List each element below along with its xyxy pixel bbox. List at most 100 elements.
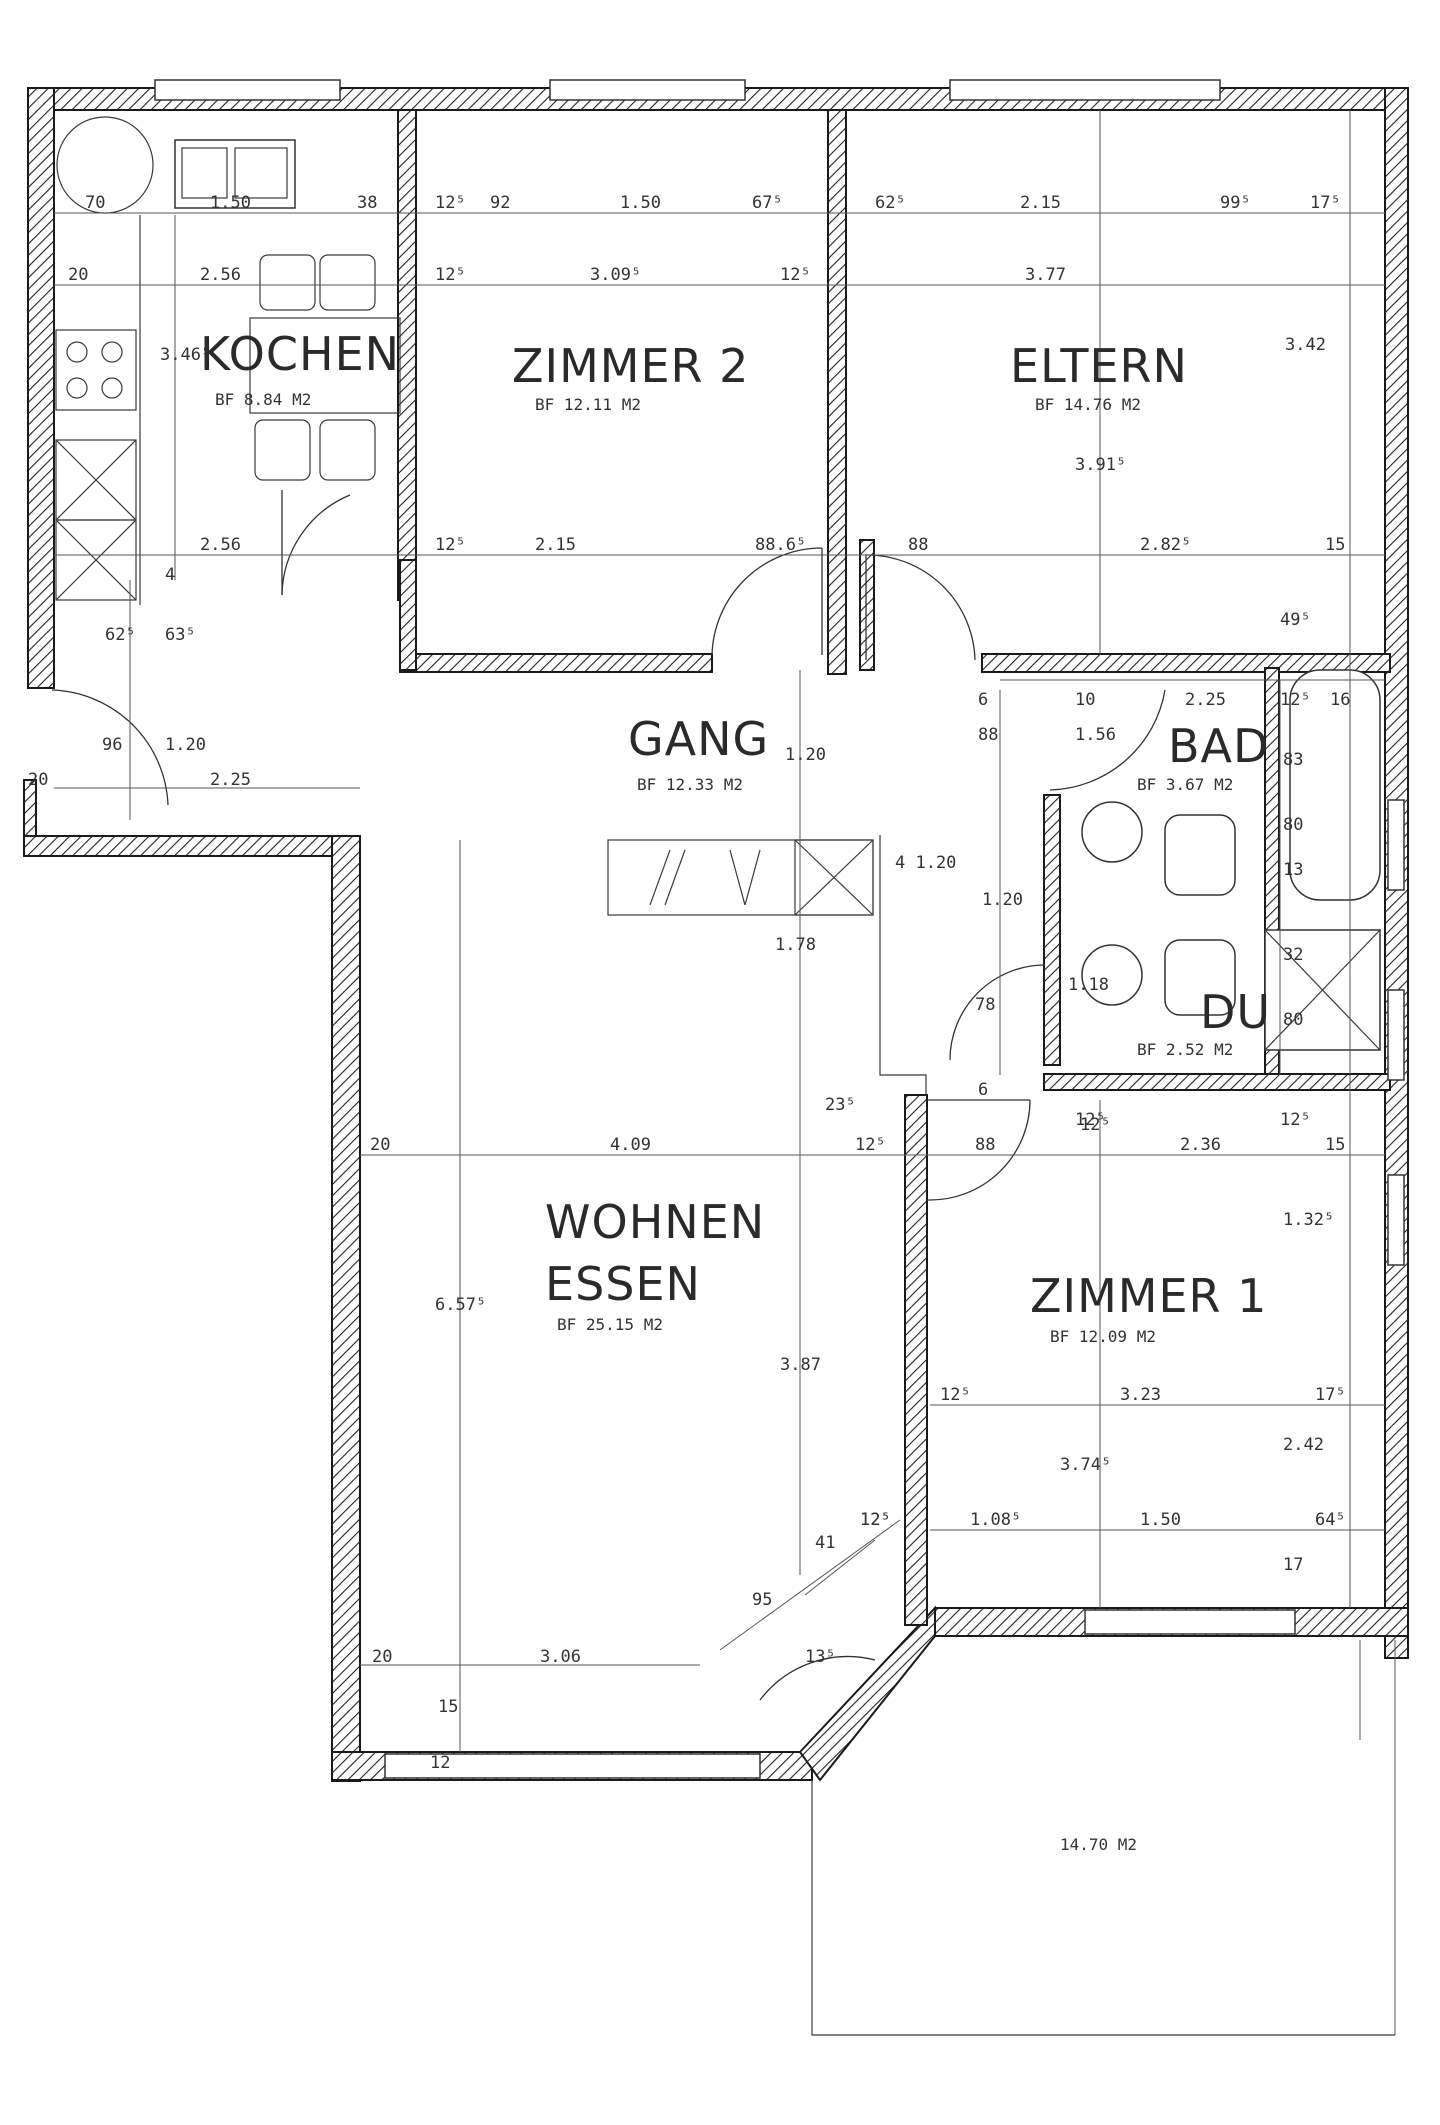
room-name-bad: BAD xyxy=(1168,719,1269,773)
dim-label: 92 xyxy=(490,193,510,213)
terrace-area: 14.70 M2 xyxy=(1060,1835,1137,1854)
dim-label: 99⁵ xyxy=(1220,193,1251,213)
dim-label: 1.32⁵ xyxy=(1283,1210,1334,1230)
dim-label: 10 xyxy=(1075,690,1095,710)
room-area-eltern: BF 14.76 M2 xyxy=(1035,395,1141,414)
dim-label: 12⁵ xyxy=(1075,1110,1106,1130)
dim-label: 17 xyxy=(1283,1555,1303,1575)
dim-label: 13⁵ xyxy=(805,1647,836,1667)
dim-label: 3.77 xyxy=(1025,265,1066,285)
door-swings xyxy=(51,490,1166,1701)
dim-label: 1.50 xyxy=(1140,1510,1181,1530)
dim-label: 1.20 xyxy=(785,745,826,765)
dim-label: 3.42 xyxy=(1285,335,1326,355)
dim-label: 80 xyxy=(1283,815,1303,835)
dim-label: 32 xyxy=(1283,945,1303,965)
hatch-marks xyxy=(607,839,874,916)
dim-label: 20 xyxy=(68,265,88,285)
dim-label: 16 xyxy=(1330,690,1350,710)
room-name-du: DU xyxy=(1200,985,1271,1039)
dim-label: 20 xyxy=(28,770,48,790)
room-labels: KOCHEN BF 8.84 M2 ZIMMER 2 BF 12.11 M2 E… xyxy=(200,327,1271,1854)
room-area-zimmer2: BF 12.11 M2 xyxy=(535,395,641,414)
room-area-wohnen: BF 25.15 M2 xyxy=(557,1315,663,1334)
dim-label: 6.57⁵ xyxy=(435,1295,486,1315)
dim-label: 12⁵ xyxy=(855,1135,886,1155)
dim-label: 12⁵ xyxy=(1080,1115,1111,1135)
dim-label: 23⁵ xyxy=(825,1095,856,1115)
room-name-gang: GANG xyxy=(628,712,769,766)
dim-label: 12⁵ xyxy=(1280,1110,1311,1130)
dim-label: 1.20 xyxy=(165,735,206,755)
dim-label: 80 xyxy=(1283,1010,1303,1030)
dim-label: 62⁵ xyxy=(875,193,906,213)
dim-label: 4 xyxy=(165,565,175,585)
dim-label: 83 xyxy=(1283,750,1303,770)
dim-label: 2.25 xyxy=(210,770,251,790)
dim-label: 3.46⁵ xyxy=(160,345,211,365)
dim-label: 41 xyxy=(815,1533,835,1553)
dim-label: 62⁵ xyxy=(105,625,136,645)
dim-label: 2.56 xyxy=(200,535,241,555)
room-name-kochen: KOCHEN xyxy=(200,327,400,381)
dim-label: 3.06 xyxy=(540,1647,581,1667)
dim-label: 96 xyxy=(102,735,122,755)
dim-label: 1.50 xyxy=(620,193,661,213)
room-area-kochen: BF 8.84 M2 xyxy=(215,390,311,409)
room-name-essen: ESSEN xyxy=(545,1257,701,1311)
dim-label: 70 xyxy=(85,193,105,213)
room-area-bad: BF 3.67 M2 xyxy=(1137,775,1233,794)
dim-label: 20 xyxy=(372,1647,392,1667)
dim-label: 17⁵ xyxy=(1315,1385,1346,1405)
dim-label: 4.09 xyxy=(610,1135,651,1155)
dim-label: 38 xyxy=(357,193,377,213)
dim-label: 13 xyxy=(1283,860,1303,880)
dim-label: 17⁵ xyxy=(1310,193,1341,213)
dim-label: 15 xyxy=(1325,1135,1345,1155)
dim-label: 3.09⁵ xyxy=(590,265,641,285)
dim-label: 2.42 xyxy=(1283,1435,1324,1455)
dim-label: 64⁵ xyxy=(1315,1510,1346,1530)
dimension-labels: 70 1.50 38 12⁵ 92 1.50 67⁵ 62⁵ 2.15 99⁵ … xyxy=(28,193,1350,1773)
dim-label: 63⁵ xyxy=(165,625,196,645)
dim-label: 2.82⁵ xyxy=(1140,535,1191,555)
dim-label: 1.50 xyxy=(210,193,251,213)
kitchen-fixtures xyxy=(55,116,401,605)
dim-label: 15 xyxy=(438,1697,458,1717)
dim-label: 3.87 xyxy=(780,1355,821,1375)
dimension-lines xyxy=(54,110,1396,2036)
dim-label: 1.56 xyxy=(1075,725,1116,745)
dim-label: 2.15 xyxy=(1020,193,1061,213)
room-area-zimmer1: BF 12.09 M2 xyxy=(1050,1327,1156,1346)
dim-label: 2.56 xyxy=(200,265,241,285)
dim-label: 95 xyxy=(752,1590,772,1610)
dim-label: 12 xyxy=(430,1753,450,1773)
dim-label: 2.15 xyxy=(535,535,576,555)
dim-label: 2.25 xyxy=(1185,690,1226,710)
dim-label: 88 xyxy=(908,535,928,555)
dim-label: 1.18 xyxy=(1068,975,1109,995)
dim-label: 3.91⁵ xyxy=(1075,455,1126,475)
dim-label: 49⁵ xyxy=(1280,610,1311,630)
dim-label: 15 xyxy=(1325,535,1345,555)
dim-label: 12⁵ xyxy=(435,265,466,285)
dim-label: 12⁵ xyxy=(860,1510,891,1530)
dim-label: 20 xyxy=(370,1135,390,1155)
dim-label: 6 xyxy=(978,690,988,710)
dim-label: 12⁵ xyxy=(1280,690,1311,710)
dim-label: 4 1.20 xyxy=(895,853,956,873)
dim-label: 78 xyxy=(975,995,995,1015)
dim-label: 88 xyxy=(978,725,998,745)
dim-label: 6 xyxy=(978,1080,988,1100)
dim-label: 12⁵ xyxy=(780,265,811,285)
dim-label: 1.20 xyxy=(982,890,1023,910)
bathroom-fixtures xyxy=(1081,669,1381,1051)
dim-label: 12⁵ xyxy=(435,193,466,213)
dim-label: 1.78 xyxy=(775,935,816,955)
dim-label: 67⁵ xyxy=(752,193,783,213)
dim-label: 1.08⁵ xyxy=(970,1510,1021,1530)
dim-label: 12⁵ xyxy=(940,1385,971,1405)
dim-label: 88.6⁵ xyxy=(755,535,806,555)
room-name-eltern: ELTERN xyxy=(1010,339,1188,393)
